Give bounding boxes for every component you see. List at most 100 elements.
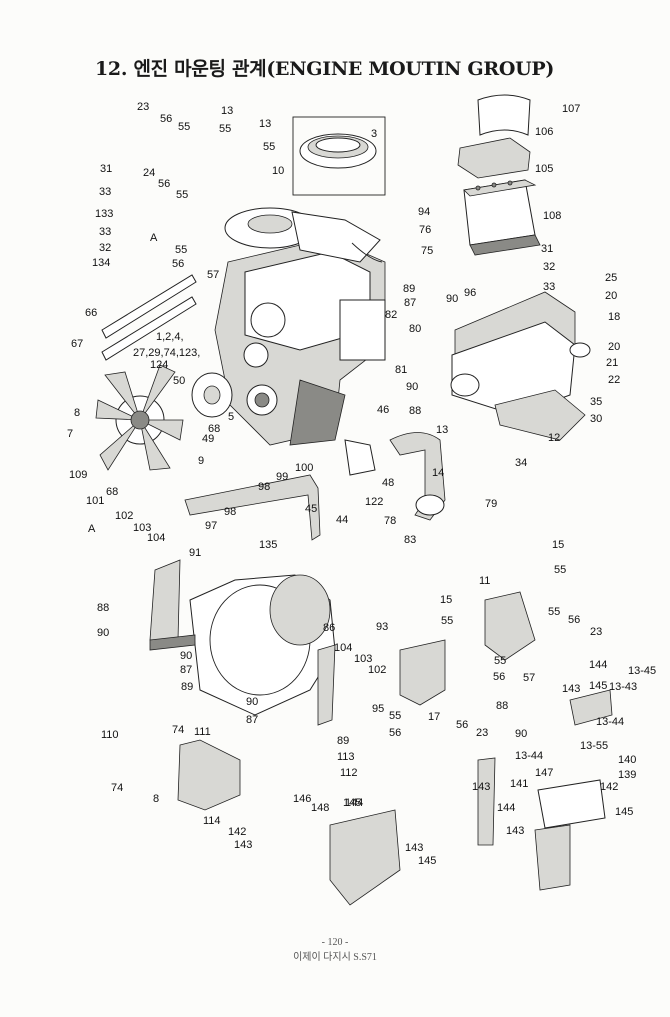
part-number-label: 30 (590, 413, 602, 425)
part-number-label: 14 (432, 467, 444, 479)
part-number-label: 13-44 (515, 750, 543, 762)
part-number-label: 88 (409, 405, 421, 417)
part-number-label: 94 (418, 206, 430, 218)
part-number-label: 68 (106, 486, 118, 498)
part-number-label: 25 (605, 272, 617, 284)
part-number-label: 1,2,4, (156, 331, 184, 343)
part-number-label: 144 (345, 797, 363, 809)
part-number-label: 133 (95, 208, 113, 220)
part-number-label: 33 (99, 186, 111, 198)
part-number-label: 134 (92, 257, 110, 269)
part-number-label: 90 (180, 650, 192, 662)
mounting-brackets (149, 559, 613, 891)
cooling-fan (95, 364, 233, 471)
part-number-label: 104 (334, 642, 352, 654)
part-number-label: 144 (589, 659, 607, 671)
part-number-label: 56 (456, 719, 468, 731)
part-number-label: 12 (548, 432, 560, 444)
part-number-label: 32 (543, 261, 555, 273)
part-number-label: 103 (354, 653, 372, 665)
part-number-label: 27,29,74,123, (133, 347, 200, 359)
part-number-label: 97 (205, 520, 217, 532)
part-number-label: 8 (74, 407, 80, 419)
part-number-label: 56 (172, 258, 184, 270)
part-number-label: 9 (198, 455, 204, 467)
part-number-label: 145 (343, 797, 361, 809)
part-number-label: 83 (404, 534, 416, 546)
part-number-label: 20 (608, 341, 620, 353)
part-number-label: 108 (543, 210, 561, 222)
part-number-label: 98 (258, 481, 270, 493)
part-number-label: 114 (203, 815, 221, 827)
part-number-label: 145 (418, 855, 436, 867)
part-number-label: 107 (562, 103, 580, 115)
part-number-label: 55 (176, 189, 188, 201)
part-number-label: 55 (389, 710, 401, 722)
part-number-label: 103 (133, 522, 151, 534)
part-number-label: 80 (409, 323, 421, 335)
part-number-label: 55 (441, 615, 453, 627)
part-number-label: 100 (295, 462, 313, 474)
part-number-label: 13 (436, 424, 448, 436)
part-number-label: 44 (336, 514, 348, 526)
part-number-label: 139 (618, 769, 636, 781)
part-number-label: 57 (523, 672, 535, 684)
part-number-label: 23 (137, 101, 149, 113)
part-number-label: A (150, 232, 158, 244)
part-number-label: 93 (376, 621, 388, 633)
part-number-label: 87 (180, 664, 192, 676)
part-number-label: 81 (395, 364, 407, 376)
part-number-label: 13-45 (628, 665, 656, 677)
part-number-label: 18 (608, 311, 620, 323)
part-number-label: 13 (221, 105, 233, 117)
part-number-label: 140 (618, 754, 636, 766)
part-number-label: 90 (246, 696, 258, 708)
part-number-label: 102 (115, 510, 133, 522)
part-number-label: 91 (189, 547, 201, 559)
part-number-label: 104 (147, 532, 165, 544)
part-number-label: 31 (100, 163, 112, 175)
part-number-label: 24 (143, 167, 155, 179)
part-number-label: 113 (337, 751, 355, 763)
part-number-label: 99 (276, 471, 288, 483)
part-number-label: 21 (606, 357, 618, 369)
part-number-label: 75 (421, 245, 433, 257)
part-number-label: 111 (194, 726, 211, 738)
part-number-label: 87 (404, 297, 416, 309)
part-number-label: 78 (384, 515, 396, 527)
part-number-label: 146 (293, 793, 311, 805)
part-number-label: 23 (476, 727, 488, 739)
part-number-label: 35 (590, 396, 602, 408)
part-number-label: 124 (150, 359, 168, 371)
part-number-label: 106 (535, 126, 553, 138)
part-number-label: 86 (323, 622, 335, 634)
part-number-label: 7 (67, 428, 73, 440)
part-number-label: 90 (446, 293, 458, 305)
part-number-label: 109 (69, 469, 87, 481)
part-number-label: 89 (181, 681, 193, 693)
part-number-label: 45 (305, 503, 317, 515)
part-number-label: 10 (272, 165, 284, 177)
part-number-label: 74 (111, 782, 123, 794)
part-number-label: 55 (494, 655, 506, 667)
part-number-label: 33 (99, 226, 111, 238)
part-number-label: 95 (372, 703, 384, 715)
part-number-label: 67 (71, 338, 83, 350)
part-number-label: 55 (263, 141, 275, 153)
part-number-label: 55 (178, 121, 190, 133)
part-number-label: 101 (86, 495, 104, 507)
part-callouts: 23 56 55 13 55 13 55 103 31 24 56 55 33 133 33 32 134 A 55… (67, 101, 656, 867)
part-number-label: 57 (207, 269, 219, 281)
part-number-label: 143 (405, 842, 423, 854)
part-number-label: 147 (535, 767, 553, 779)
part-number-label: 145 (615, 806, 633, 818)
part-number-label: 90 (97, 627, 109, 639)
part-number-label: 31 (541, 243, 553, 255)
part-number-label: 50 (173, 375, 185, 387)
part-number-label: 22 (608, 374, 620, 386)
exhaust-pipe (344, 432, 446, 521)
transmission-housing (189, 574, 336, 716)
part-number-label: 13-43 (609, 681, 637, 693)
